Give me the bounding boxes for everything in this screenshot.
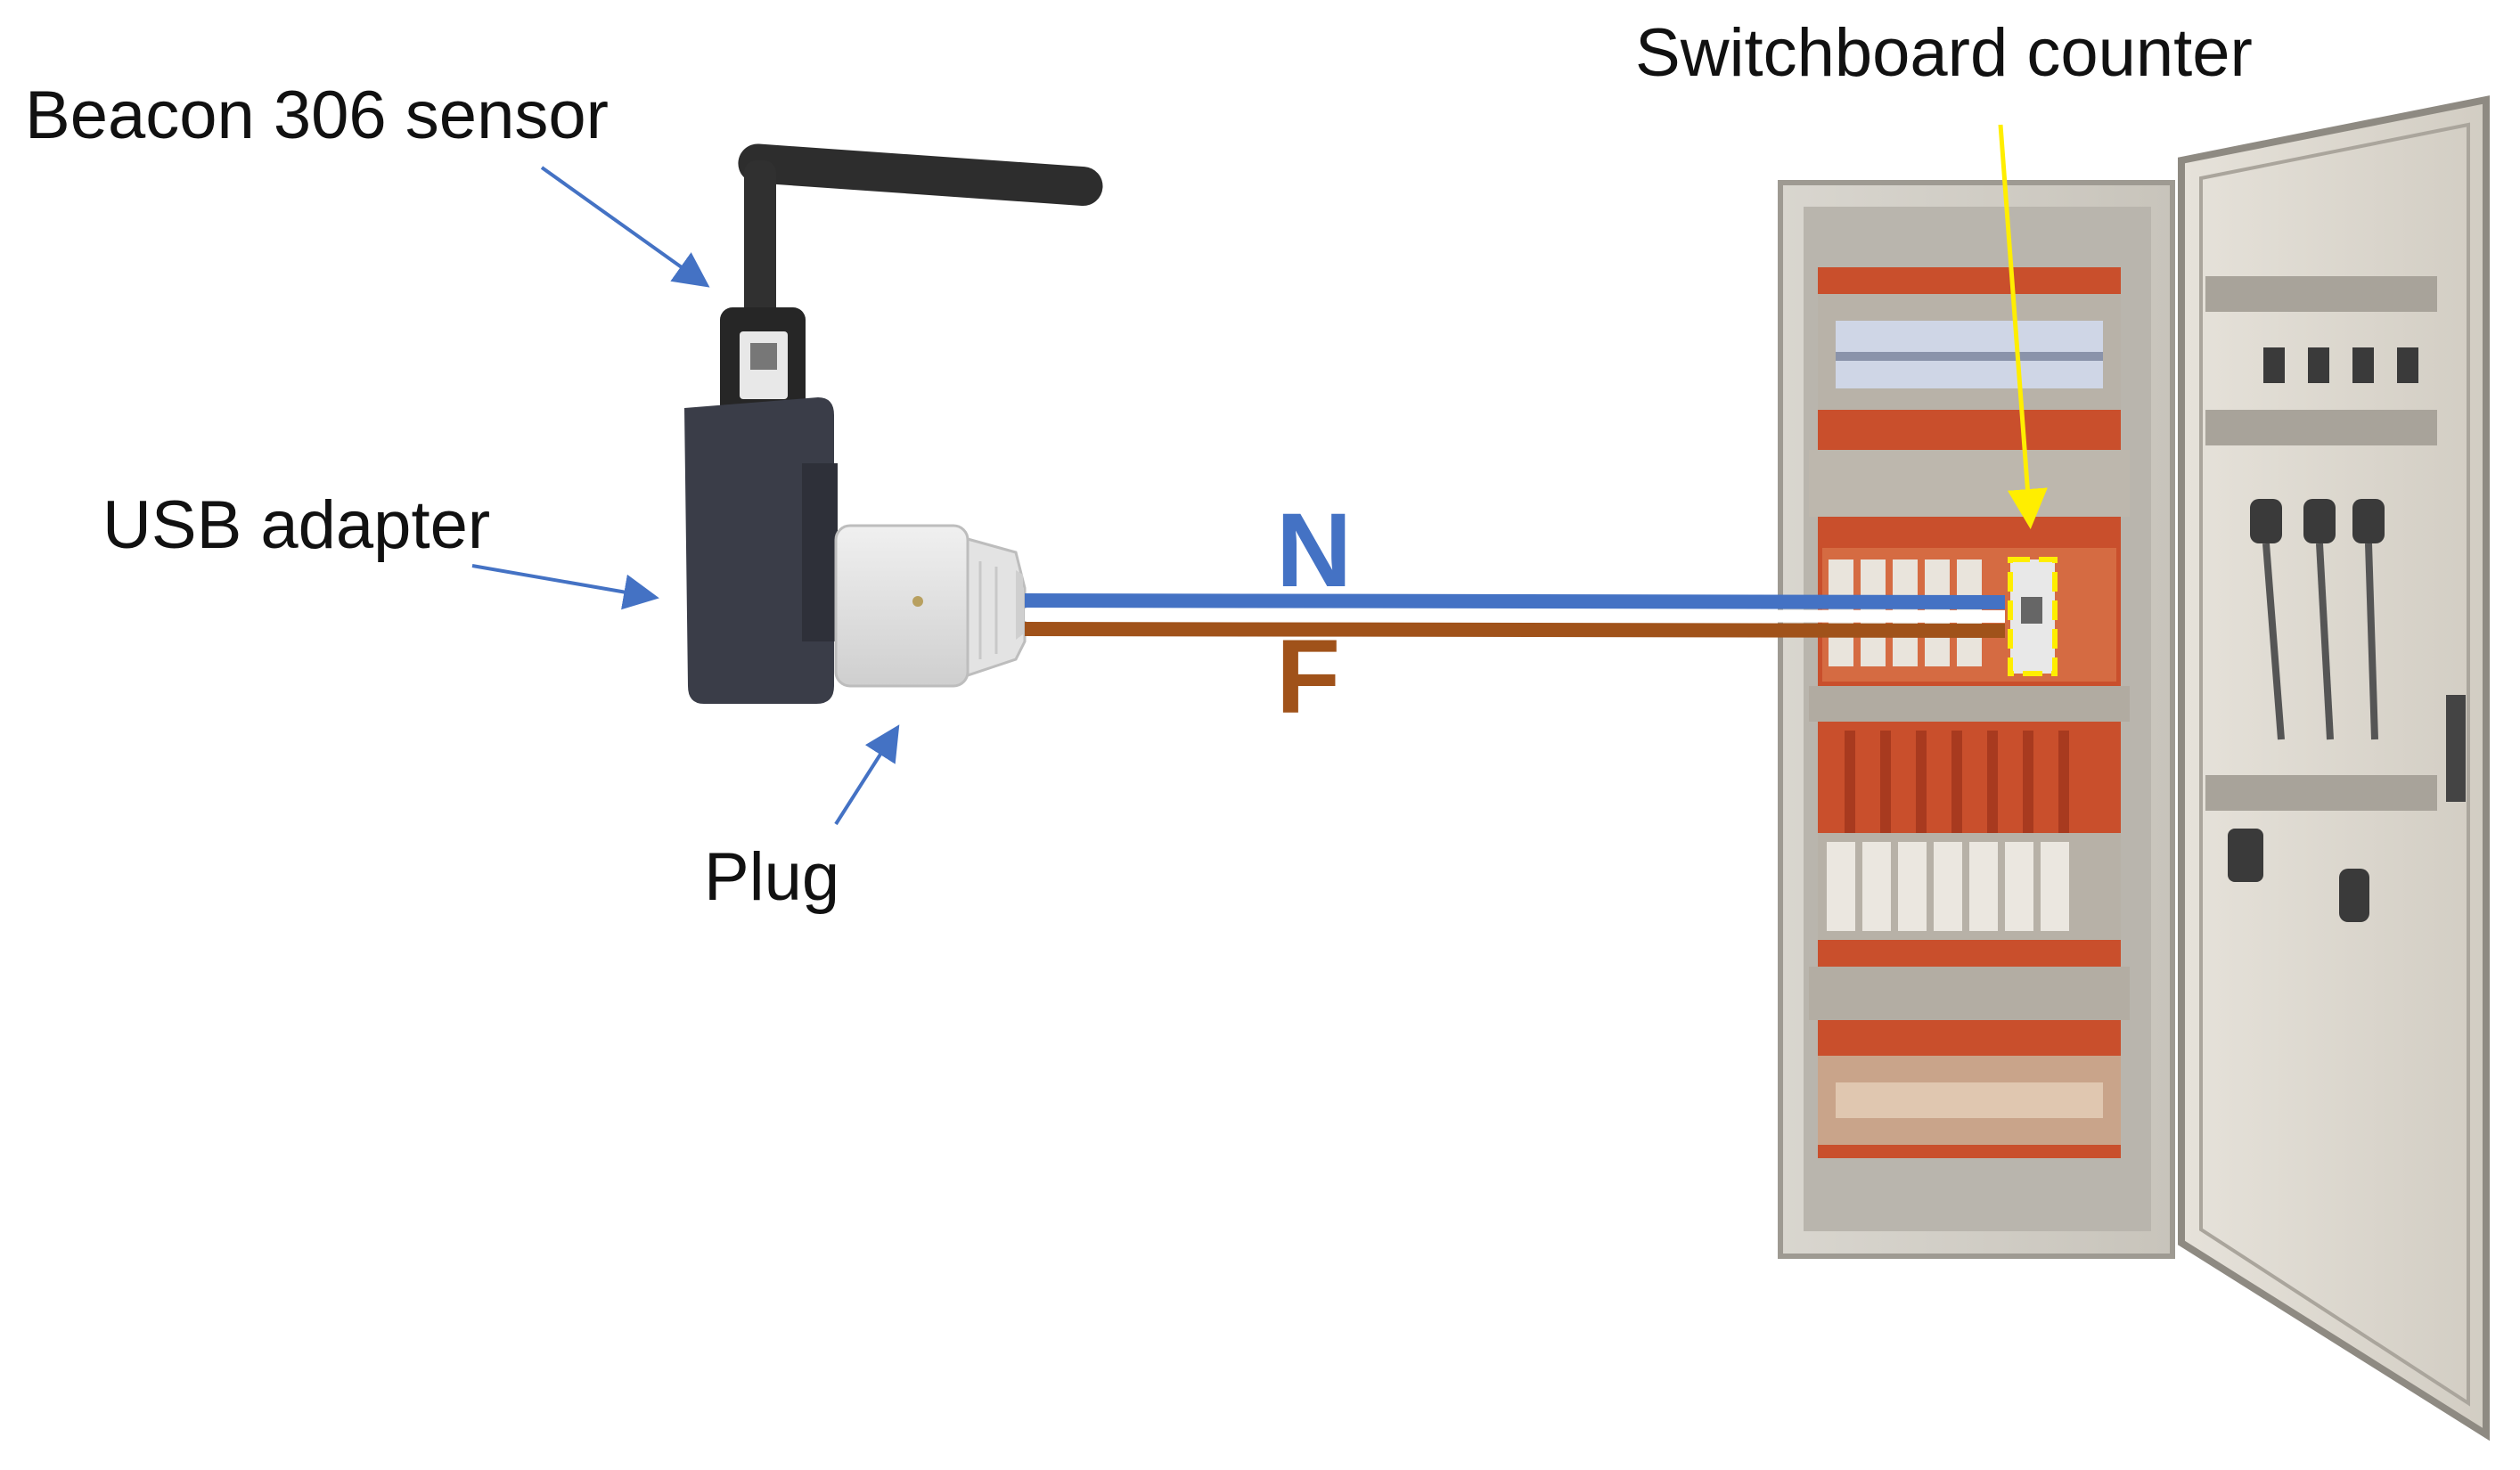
switchboard-counter-label: Switchboard counter [1635, 15, 2253, 91]
usb-adapter [684, 397, 838, 704]
usb-adapter-arrow [471, 564, 659, 610]
counter-highlight-box [2008, 557, 2058, 676]
plug [834, 524, 1027, 688]
neutral-label: N [1276, 492, 1352, 609]
sensor-label: Beacon 306 sensor [25, 78, 609, 153]
counter-arrow [1998, 124, 2048, 529]
usb-adapter-label: USB adapter [102, 487, 490, 563]
cabinet-door [2178, 95, 2490, 1441]
wires [1024, 593, 2006, 638]
phase-label: F [1276, 618, 1340, 736]
plug-label: Plug [704, 839, 839, 915]
neutral-wire [1024, 593, 2006, 609]
beacon-sensor [720, 143, 1103, 423]
plug-arrow [834, 724, 900, 826]
sensor-arrow [540, 166, 710, 288]
switchboard-cabinet [1778, 180, 2175, 1259]
phase-wire [1024, 622, 2006, 638]
